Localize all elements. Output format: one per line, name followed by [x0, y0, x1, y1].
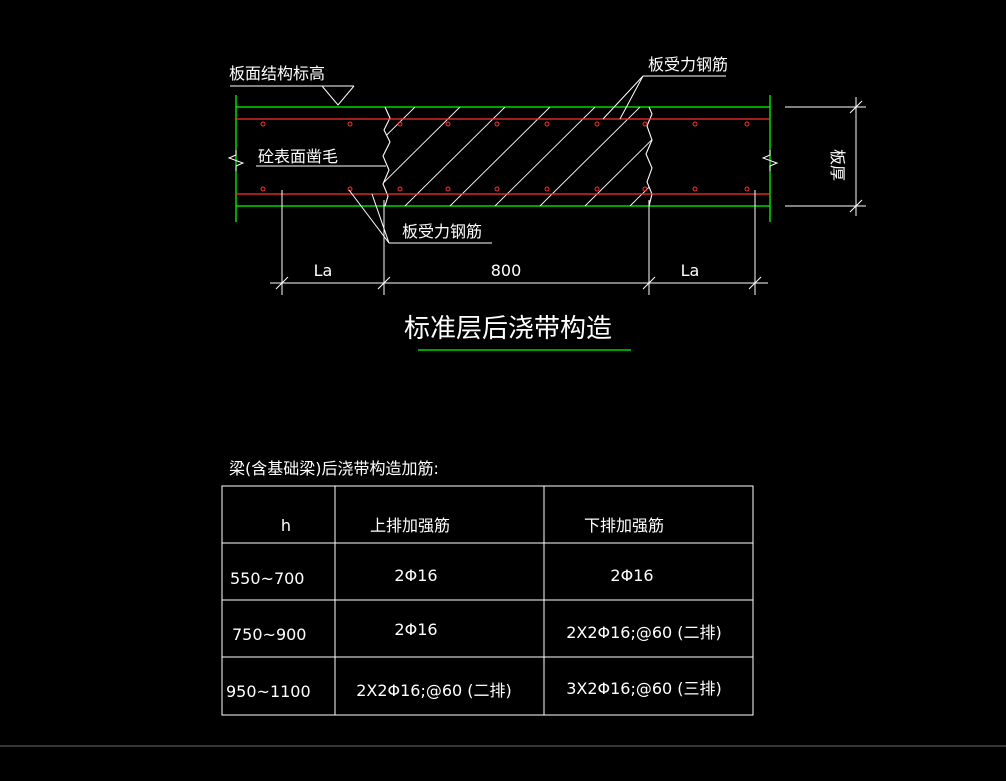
- table-row: 950~1100 2X2Φ16;@60 (二排) 3X2Φ16;@60 (三排): [226, 679, 722, 701]
- leader-bottom-rebar: [348, 189, 492, 244]
- row-top-cell: 2Φ16: [394, 620, 437, 639]
- row-bottom-cell: 2Φ16: [610, 566, 653, 585]
- header-top-rebar: 上排加强筋: [370, 516, 450, 535]
- drawing-title: 标准层后浇带构造: [404, 314, 612, 344]
- thickness-label: 板厚: [828, 149, 847, 181]
- dim-middle: 800: [491, 261, 522, 280]
- table-grid: [221, 485, 754, 716]
- bottom-rebar-label: 板受力钢筋: [402, 222, 482, 241]
- table-header-row: h 上排加强筋 下排加强筋: [281, 516, 664, 535]
- post-cast-hatch: [383, 107, 652, 206]
- thickness-dimension: [785, 97, 866, 216]
- table-row: 750~900 2Φ16 2X2Φ16;@60 (二排): [232, 620, 722, 644]
- slab-top-elevation-label: 板面结构标高: [229, 64, 325, 83]
- leader-top-rebar: [602, 75, 726, 120]
- rebar-lines: [236, 118, 770, 195]
- slab-outline: [235, 95, 771, 222]
- row-top-cell: 2X2Φ16;@60 (二排): [356, 681, 512, 700]
- row-bottom-cell: 2X2Φ16;@60 (二排): [566, 623, 722, 642]
- top-rebar-label: 板受力钢筋: [648, 55, 728, 74]
- joint-lines: [382, 106, 653, 207]
- dim-right: La: [681, 261, 700, 280]
- elevation-marker: [230, 85, 355, 106]
- row-top-cell: 2Φ16: [394, 566, 437, 585]
- row-height-cell: 550~700: [230, 569, 304, 588]
- header-bottom-rebar: 下排加强筋: [584, 516, 664, 535]
- table-caption: 梁(含基础梁)后浇带构造加筋:: [229, 459, 439, 478]
- roughen-label: 砼表面凿毛: [258, 147, 338, 166]
- reinforcement-table: 梁(含基础梁)后浇带构造加筋: h 上排加强筋 下排加强筋 550~700 2Φ…: [221, 459, 754, 716]
- row-bottom-cell: 3X2Φ16;@60 (三排): [566, 679, 722, 698]
- row-height-cell: 950~1100: [226, 682, 311, 701]
- break-marks: [227, 150, 779, 171]
- table-row: 550~700 2Φ16 2Φ16: [230, 566, 654, 588]
- header-h: h: [281, 516, 291, 535]
- slab-section: 板面结构标高 板受力钢筋 砼表面凿毛 板受力钢筋 板厚: [227, 55, 866, 351]
- dim-left: La: [314, 261, 333, 280]
- row-height-cell: 750~900: [232, 625, 306, 644]
- horizontal-dimension: [270, 190, 768, 295]
